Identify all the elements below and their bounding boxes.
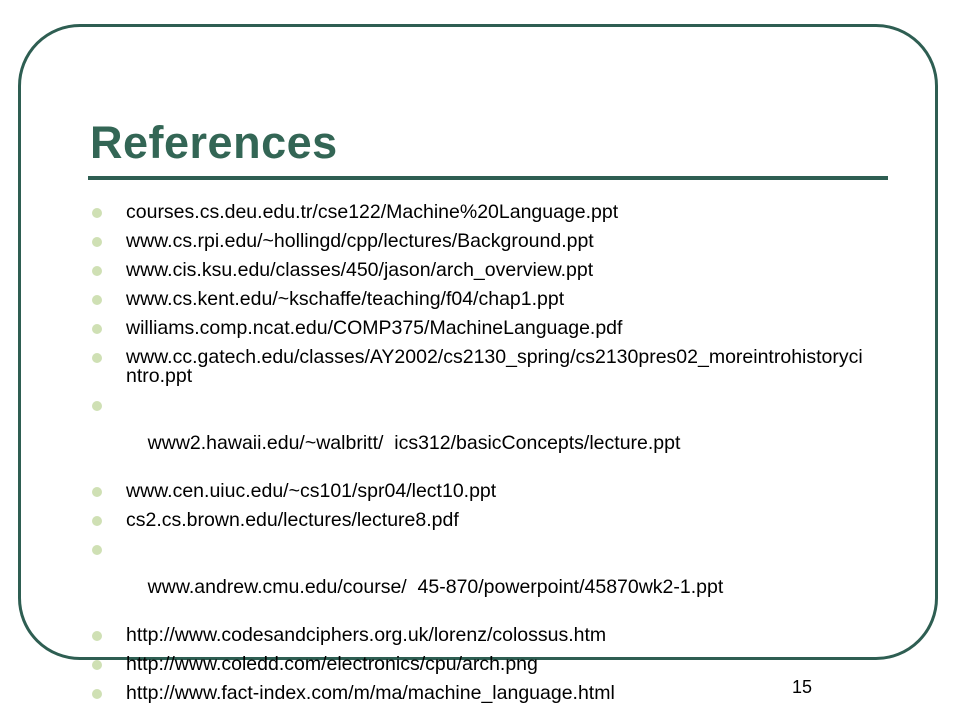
reference-text: www.cs.kent.edu/~kschaffe/teaching/f04/c… [126, 288, 565, 310]
title-underline [88, 176, 888, 180]
reference-text: www.cis.ksu.edu/classes/450/jason/arch_o… [126, 259, 594, 281]
slide-frame [18, 24, 938, 660]
reference-item: http://www.fact-index.com/m/ma/machine_l… [92, 682, 872, 704]
bullet-dot-icon [92, 660, 102, 670]
reference-item: williams.comp.ncat.edu/COMP375/MachineLa… [92, 317, 872, 339]
bullet-dot-icon [92, 401, 102, 411]
reference-text: www.cc.gatech.edu/classes/AY2002/cs2130_… [126, 346, 863, 387]
bullet-dot-icon [92, 208, 102, 218]
reference-text: williams.comp.ncat.edu/COMP375/MachineLa… [126, 317, 623, 339]
bullet-dot-icon [92, 631, 102, 641]
reference-text: cs2.cs.brown.edu/lectures/lecture8.pdf [126, 509, 459, 531]
reference-item: cs2.cs.brown.edu/lectures/lecture8.pdf [92, 509, 872, 531]
reference-item: www.cen.uiuc.edu/~cs101/spr04/lect10.ppt [92, 480, 872, 502]
reference-text: courses.cs.deu.edu.tr/cse122/Machine%20L… [126, 201, 619, 223]
reference-item: www.cs.kent.edu/~kschaffe/teaching/f04/c… [92, 288, 872, 310]
reference-item: www.andrew.cmu.edu/course/ 45-870/powerp… [92, 540, 872, 616]
reference-item: www.cc.gatech.edu/classes/AY2002/cs2130_… [92, 346, 872, 387]
slide-title: References [90, 117, 338, 168]
bullet-dot-icon [92, 266, 102, 276]
bullet-dot-icon [92, 487, 102, 497]
reference-item: www.cs.rpi.edu/~hollingd/cpp/lectures/Ba… [92, 230, 872, 252]
reference-item: courses.cs.deu.edu.tr/cse122/Machine%20L… [92, 201, 872, 223]
bullet-dot-icon [92, 516, 102, 526]
bullet-dot-icon [92, 295, 102, 305]
reference-item: http://www.coledd.com/electronics/cpu/ar… [92, 653, 872, 675]
reference-list: courses.cs.deu.edu.tr/cse122/Machine%20L… [92, 201, 872, 713]
reference-text: http://www.fact-index.com/m/ma/machine_l… [126, 682, 615, 704]
reference-text: www2.hawaii.edu/~walbritt/ ics312/basicC… [147, 432, 681, 454]
reference-text: www.andrew.cmu.edu/course/ 45-870/powerp… [147, 576, 724, 598]
bullet-dot-icon [92, 324, 102, 334]
reference-item: http://www.codesandciphers.org.uk/lorenz… [92, 624, 872, 646]
reference-text: www.cs.rpi.edu/~hollingd/cpp/lectures/Ba… [126, 230, 594, 252]
bullet-dot-icon [92, 353, 102, 363]
reference-item: www.cis.ksu.edu/classes/450/jason/arch_o… [92, 259, 872, 281]
page-number: 15 [792, 677, 813, 697]
reference-text: http://www.codesandciphers.org.uk/lorenz… [126, 624, 607, 646]
reference-item: www2.hawaii.edu/~walbritt/ ics312/basicC… [92, 396, 872, 472]
reference-text: www.cen.uiuc.edu/~cs101/spr04/lect10.ppt [126, 480, 497, 502]
bullet-dot-icon [92, 545, 102, 555]
reference-text: http://www.coledd.com/electronics/cpu/ar… [126, 653, 538, 675]
bullet-dot-icon [92, 237, 102, 247]
bullet-dot-icon [92, 689, 102, 699]
